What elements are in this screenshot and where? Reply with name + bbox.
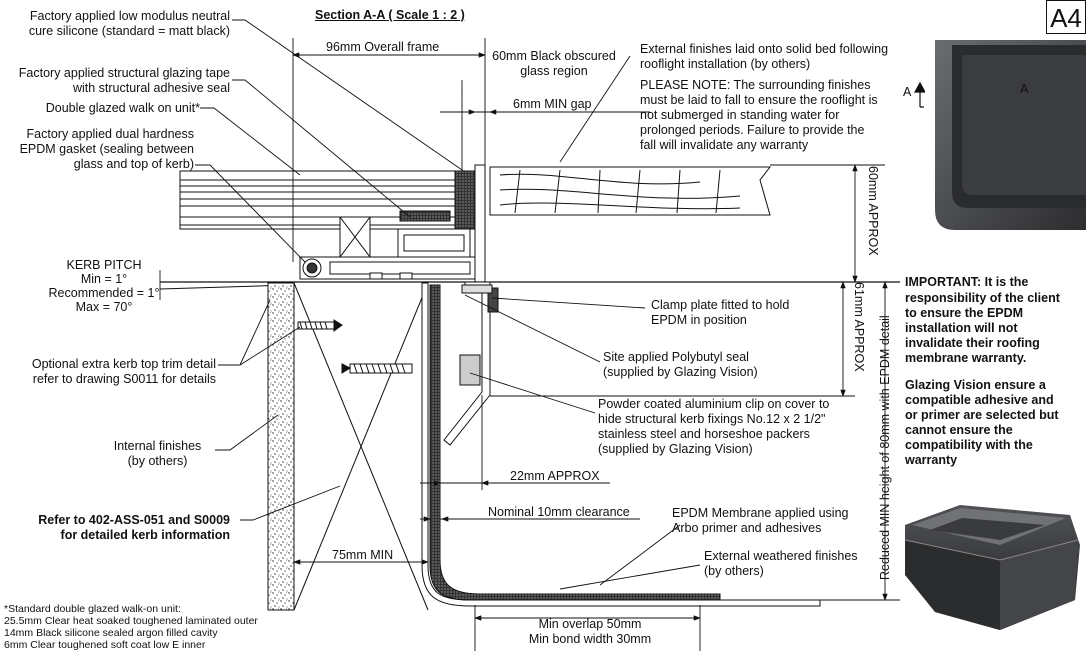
dimension-lines xyxy=(159,38,900,651)
drawing-title: Section A-A ( Scale 1 : 2 ) xyxy=(315,8,465,22)
please-note-5: fall will invalidate any warranty xyxy=(640,138,809,152)
internal-label-2: (by others) xyxy=(127,454,188,468)
overall-frame-dim: 96mm Overall frame xyxy=(326,40,440,54)
approx60-dim: 60mm APPROX xyxy=(866,166,880,256)
render-3d-view xyxy=(904,505,1080,630)
refer-label-2: for detailed kerb information xyxy=(60,528,230,542)
clamp-label-2: EPDM in position xyxy=(651,313,747,327)
important-note-5: invalidate their roofing xyxy=(905,336,1040,350)
ext-label-1: External finishes laid onto solid bed fo… xyxy=(640,42,889,56)
important-text: It is the xyxy=(981,275,1029,289)
gv-note-2: compatible adhesive and xyxy=(905,393,1054,407)
gap-dim: 6mm MIN gap xyxy=(513,97,592,111)
kerb-pitch-max: Max = 70° xyxy=(75,300,133,314)
clip-label-3: stainless steel and horseshoe packers xyxy=(598,427,810,441)
section-mark-right: A xyxy=(1020,82,1029,96)
please-note-3: not submerged in standing water for xyxy=(640,108,840,122)
refer-label-1: Refer to 402-ASS-051 and S0009 xyxy=(38,513,230,527)
leader-lines xyxy=(195,19,701,590)
internal-label-1: Internal finishes xyxy=(113,439,202,453)
frame-profile xyxy=(299,164,486,286)
overlap-dim: Min overlap 50mm xyxy=(538,617,642,631)
clip-label-1: Powder coated aluminium clip on cover to xyxy=(598,397,830,411)
please-note-4: prolonged periods. Failure to provide th… xyxy=(640,123,865,137)
reduced-height-dim: Reduced MIN height of 80mm with EPDM det… xyxy=(878,315,892,580)
sheet-number: A4 xyxy=(1046,0,1086,34)
clearance-dim: Nominal 10mm clearance xyxy=(488,505,630,519)
footnote-1: *Standard double glazed walk-on unit: xyxy=(4,603,181,615)
clip-cover xyxy=(443,281,499,446)
please-note-1: PLEASE NOTE: The surrounding finishes xyxy=(640,78,871,92)
min75-dim: 75mm MIN xyxy=(332,548,394,562)
screw-upper xyxy=(297,319,343,332)
important-note-1: IMPORTANT: It is the xyxy=(905,274,1028,290)
important-note-3: to ensure the EPDM xyxy=(905,306,1024,320)
silicone-label-2: cure silicone (standard = matt black) xyxy=(28,24,230,38)
important-heading: IMPORTANT: xyxy=(905,275,982,289)
clip-label-2: hide structural kerb fixings No.12 x 2 1… xyxy=(598,412,826,426)
gasket-label-1: Factory applied dual hardness xyxy=(26,127,194,141)
epdm-membrane xyxy=(421,282,821,607)
weathered-label-1: External weathered finishes xyxy=(704,549,858,563)
gv-note-4: cannot ensure the xyxy=(905,423,1013,437)
internal-finish-wall xyxy=(267,282,295,611)
gv-note-1: Glazing Vision ensure a xyxy=(905,378,1046,392)
clamp-label-1: Clamp plate fitted to hold xyxy=(651,298,790,312)
trim-label-2: refer to drawing S0011 for details xyxy=(32,372,216,386)
membrane-label-1: EPDM Membrane applied using xyxy=(672,506,849,520)
approx61-dim: 61mm APPROX xyxy=(852,282,866,372)
kerb-pitch-recommended: Recommended = 1° xyxy=(48,286,160,300)
silicone-label-1: Factory applied low modulus neutral xyxy=(29,9,230,23)
tape-label-1: Factory applied structural glazing tape xyxy=(18,66,230,80)
membrane-label-2: Arbo primer and adhesives xyxy=(672,521,822,535)
dgu-label: Double glazed walk on unit* xyxy=(45,101,200,115)
obscured-label-1: 60mm Black obscured xyxy=(492,49,616,63)
important-note-2: responsibility of the client xyxy=(905,291,1060,305)
gv-note-5: compatibility with the xyxy=(905,438,1033,452)
gasket-label-2: EPDM gasket (sealing between xyxy=(19,142,194,156)
bond-dim: Min bond width 30mm xyxy=(528,632,652,646)
footnote-4: 6mm Clear toughened soft coat low E inne… xyxy=(4,639,206,651)
weathered-label-2: (by others) xyxy=(704,564,764,578)
approx22-dim: 22mm APPROX xyxy=(510,469,600,483)
important-note-6: membrane warranty. xyxy=(905,351,1027,365)
section-mark-left: A xyxy=(903,85,912,99)
please-note-2: must be laid to fall to ensure the roofl… xyxy=(640,93,878,107)
ext-label-2: rooflight installation (by others) xyxy=(640,57,811,71)
kerb-pitch-title: KERB PITCH xyxy=(66,258,142,272)
kerb-pitch-min: Min = 1° xyxy=(80,272,128,286)
footnote-3: 14mm Black silicone sealed argon filled … xyxy=(4,627,218,639)
trim-label-1: Optional extra kerb top trim detail xyxy=(31,357,216,371)
gv-note-6: warranty xyxy=(905,453,958,467)
tape-label-2: with structural adhesive seal xyxy=(72,81,230,95)
gasket-label-3: glass and top of kerb) xyxy=(73,157,194,171)
obscured-label-2: glass region xyxy=(520,64,588,78)
gv-note-3: or primer are selected but xyxy=(905,408,1059,422)
kerb-core xyxy=(293,282,429,611)
external-finish xyxy=(489,166,772,216)
clip-label-4: (supplied by Glazing Vision) xyxy=(598,442,753,456)
polybutyl-label-2: (supplied by Glazing Vision) xyxy=(603,365,758,379)
render-plan-view xyxy=(925,38,1086,235)
footnote-2: 25.5mm Clear heat soaked toughened lamin… xyxy=(4,615,258,627)
important-note-4: installation will not xyxy=(905,321,1018,335)
polybutyl-label-1: Site applied Polybutyl seal xyxy=(603,350,749,364)
screw-lower xyxy=(341,363,413,374)
